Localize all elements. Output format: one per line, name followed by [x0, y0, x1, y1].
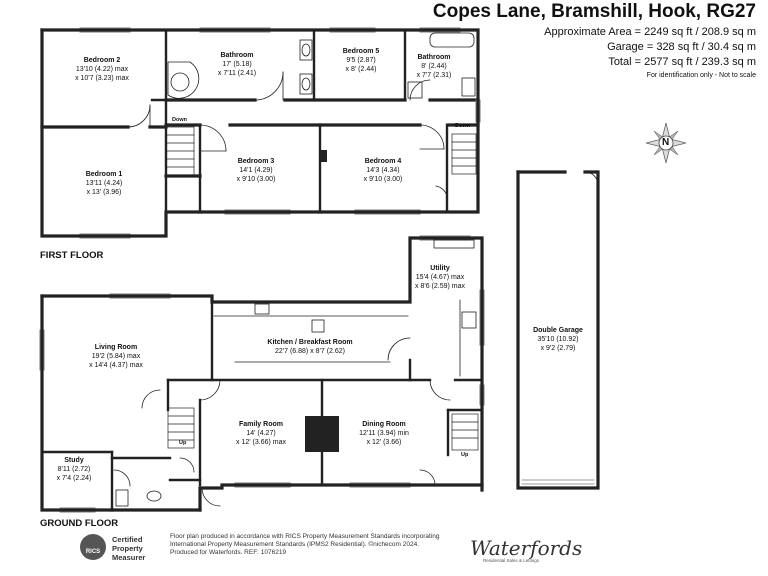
room-bedroom-1: Bedroom 1 13'11 (4.24) x 13' (3.96)	[86, 170, 123, 197]
room-name: Bedroom 3	[237, 158, 275, 165]
room-dim-2: x 7'4 (2.24)	[56, 475, 92, 482]
stairs-down-label: Down	[172, 117, 187, 123]
room-dim-2: x 8' (2.44)	[345, 66, 377, 73]
ground-floor-inner-walls	[40, 300, 484, 512]
stairs-up-label: Up	[179, 440, 187, 446]
first-floor-inner-walls	[150, 28, 449, 238]
room-name: Bedroom 2	[83, 57, 121, 64]
footer-notice: Floor plan produced in accordance with R…	[170, 533, 440, 557]
first-floor-label: FIRST FLOOR	[40, 250, 104, 261]
room-bedroom-5: Bedroom 5 9'5 (2.87) x 8' (2.44)	[343, 47, 380, 74]
first-floor-doors	[127, 71, 448, 197]
room-dim-2: x 9'2 (2.79)	[540, 345, 576, 352]
room-bedroom-3: Bedroom 3 14'1 (4.29) x 9'10 (3.00)	[237, 157, 276, 184]
room-dim-1: 13'11 (4.24)	[85, 180, 123, 187]
disclaimer: For identification only - Not to scale	[646, 72, 756, 79]
room-kitchen: Kitchen / Breakfast Room 22'7 (6.88) x 8…	[267, 338, 352, 356]
footer-line-2: International Property Measurement Stand…	[170, 541, 420, 548]
compass-rose	[645, 122, 687, 164]
room-dim-2: x 7'7 (2.31)	[416, 72, 452, 79]
room-name: Family Room	[239, 421, 283, 428]
room-dim-1: 14' (4.27)	[246, 430, 276, 437]
rics-logo: RICS	[80, 534, 106, 560]
ground-floor-label: GROUND FLOOR	[40, 518, 119, 529]
room-dim-1: 9'5 (2.87)	[346, 57, 376, 64]
compass-north-label: N	[662, 137, 670, 148]
room-dim-2: x 10'7 (3.23) max	[75, 75, 129, 82]
ground-floor-stairs	[167, 407, 479, 451]
room-dim-1: 8' (2.44)	[421, 63, 447, 70]
wc-fixtures	[115, 489, 162, 507]
room-bedroom-4: Bedroom 4 14'3 (4.34) x 9'10 (3.00)	[364, 157, 403, 184]
rics-line-2: Property	[112, 544, 143, 553]
rics-line-1: Certified	[112, 535, 143, 544]
room-bedroom-2: Bedroom 2 13'10 (4.22) max x 10'7 (3.23)…	[75, 56, 129, 83]
agent-logo: Waterfords	[470, 536, 583, 560]
rics-line-3: Measurer	[112, 553, 146, 562]
room-dim-1: 35'10 (10.92)	[537, 336, 579, 343]
rics-certified-text: Certified Property Measurer	[112, 535, 145, 562]
room-dim-1: 19'2 (5.84) max	[91, 353, 141, 360]
ground-floor-windows	[39, 235, 485, 513]
room-name: Bedroom 1	[85, 171, 123, 178]
room-dim-2: x 9'10 (3.00)	[363, 176, 403, 183]
room-name: Living Room	[94, 344, 138, 351]
room-dim-2: x 9'10 (3.00)	[236, 176, 276, 183]
first-floor-stairs	[165, 126, 477, 177]
room-dim-1: 13'10 (4.22) max	[75, 66, 129, 73]
kitchen-fixtures	[213, 239, 477, 377]
room-name: Bathroom	[417, 54, 451, 61]
room-dim-2: x 12' (3.66) max	[236, 439, 286, 446]
approximate-area: Approximate Area = 2249 sq ft / 208.9 sq…	[544, 26, 756, 38]
room-dim-1: 17' (5.18)	[222, 61, 252, 68]
total-area: Total = 2577 sq ft / 239.3 sq m	[608, 56, 756, 68]
property-title: Copes Lane, Bramshill, Hook, RG27	[432, 1, 756, 22]
room-double-garage: Double Garage 35'10 (10.92) x 9'2 (2.79)	[533, 326, 583, 353]
room-name: Utility	[430, 265, 450, 272]
room-name: Bedroom 4	[364, 158, 402, 165]
room-name: Bedroom 5	[342, 48, 380, 55]
room-name: Kitchen / Breakfast Room	[267, 339, 353, 346]
room-bathroom-main: Bathroom 17' (5.18) x 7'11 (2.41)	[218, 51, 256, 78]
stairs-up-label: Up	[461, 452, 469, 458]
room-dining: Dining Room 12'11 (3.94) min x 12' (3.66…	[359, 420, 409, 447]
room-family: Family Room 14' (4.27) x 12' (3.66) max	[236, 420, 286, 447]
room-utility: Utility 15'4 (4.67) max x 8'6 (2.59) max	[415, 264, 465, 291]
room-dim-1: 8'11 (2.72)	[57, 466, 91, 473]
room-dim-2: x 7'11 (2.41)	[217, 70, 257, 77]
ground-floor-walls	[40, 236, 484, 512]
bathroom-fixtures	[167, 32, 476, 99]
room-dim-1: 14'1 (4.29)	[239, 167, 273, 174]
room-dim-1: 14'3 (4.34)	[366, 167, 400, 174]
ground-floor-doors	[113, 337, 451, 507]
room-dim-1: 22'7 (6.88) x 8'7 (2.62)	[275, 348, 345, 355]
agent-logo-tagline: Residential Sales & Lettings	[483, 558, 540, 563]
room-dim-2: x 13' (3.96)	[86, 189, 122, 196]
garage-walls	[516, 170, 600, 490]
room-bathroom-en-suite: Bathroom 8' (2.44) x 7'7 (2.31)	[417, 53, 452, 80]
room-dim-2: x 12' (3.66)	[366, 439, 402, 446]
room-study: Study 8'11 (2.72) x 7'4 (2.24)	[57, 456, 92, 483]
room-name: Dining Room	[362, 421, 406, 428]
garage-area: Garage = 328 sq ft / 30.4 sq m	[607, 41, 756, 53]
room-name: Double Garage	[533, 327, 583, 334]
rics-badge: RICS Certified Property Measurer	[80, 534, 166, 566]
room-dim-2: x 8'6 (2.59) max	[415, 283, 465, 290]
room-dim-2: x 14'4 (4.37) max	[89, 362, 143, 369]
footer-line-1: Floor plan produced in accordance with R…	[170, 533, 440, 540]
footer-line-3: Produced for Waterfords. REF: 1076219	[170, 549, 287, 556]
room-living: Living Room 19'2 (5.84) max x 14'4 (4.37…	[89, 343, 143, 370]
room-name: Study	[64, 457, 84, 464]
garage-details	[521, 171, 599, 485]
room-dim-1: 15'4 (4.67) max	[415, 274, 465, 281]
room-dim-1: 12'11 (3.94) min	[359, 430, 409, 437]
stairs-down-label: Down	[455, 123, 470, 129]
first-floor-windows	[79, 27, 481, 239]
room-name: Bathroom	[220, 52, 254, 59]
